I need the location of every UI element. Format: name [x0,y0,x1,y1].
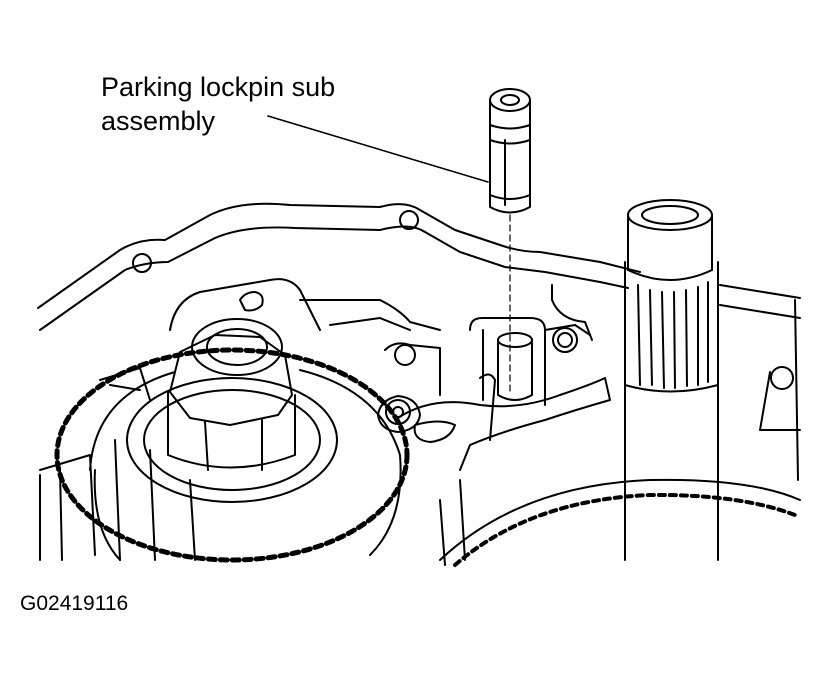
lockpin-callout-label: Parking lockpin sub assembly [101,70,335,138]
lockpin-bore [497,332,533,348]
lockpin-boss [469,317,546,406]
flange-bolt-hole [399,210,419,230]
input-shaft-splines [624,261,719,386]
input-shaft-top [627,199,713,231]
case-flange [37,202,641,309]
case-flange-inner [39,225,629,331]
callout-leader [267,115,489,183]
callout-line-2: assembly [101,106,216,136]
lockpin-body [489,99,531,214]
lockpin-top [489,88,531,112]
flange-bolt-hole [132,253,152,273]
ring-gear [439,478,801,561]
callout-line-1: Parking lockpin sub [101,72,336,102]
sensor-rotor [126,377,338,503]
detent-spring [394,377,611,471]
gear-nut [169,334,293,426]
figure-id: G02419116 [20,592,129,615]
